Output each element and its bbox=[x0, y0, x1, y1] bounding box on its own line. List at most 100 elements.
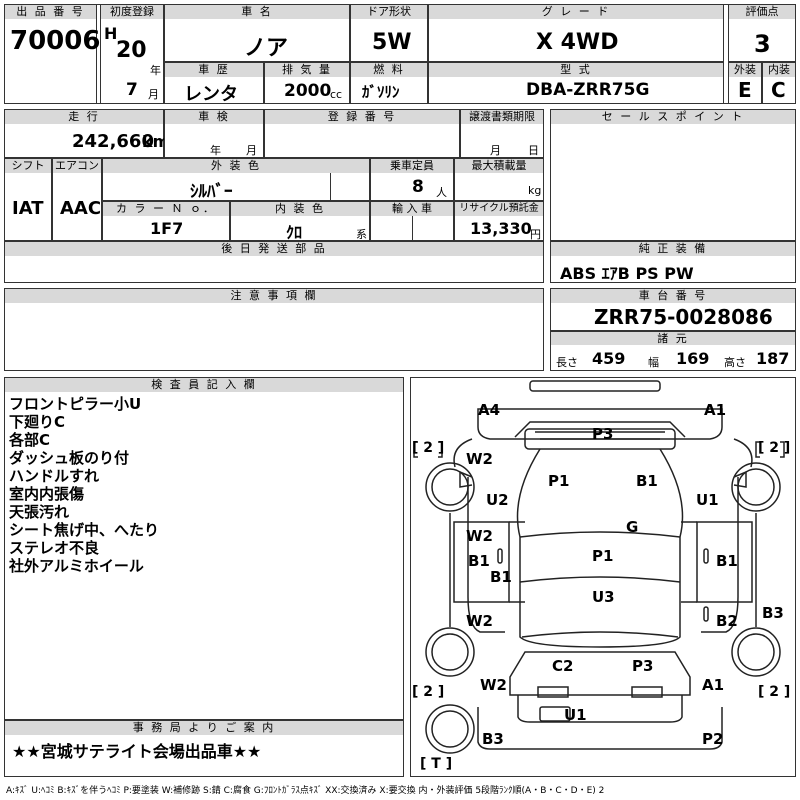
model-value: DBA-ZRR75G bbox=[526, 80, 650, 100]
grade-value: X 4WD bbox=[536, 30, 619, 55]
door-value: 5W bbox=[372, 30, 412, 55]
chassis-value: ZRR75-0028086 bbox=[594, 305, 773, 329]
fuel-value: ｶﾞｿﾘﾝ bbox=[362, 83, 400, 101]
diagram-mark-U3-roof: U3 bbox=[592, 588, 615, 606]
tire-label-spare: [ T ] bbox=[420, 756, 453, 772]
specs-cell bbox=[550, 345, 796, 371]
equipment-label: 純 正 装 備 bbox=[550, 241, 796, 257]
diagram-mark-B3-rear-bumper-left: B3 bbox=[482, 730, 504, 748]
inspector-note: ダッシュ板のり付 bbox=[9, 449, 130, 467]
car-name-value: ノア bbox=[244, 36, 289, 61]
fuel-label: 燃 料 bbox=[350, 62, 428, 78]
diagram-mark-U1-right: U1 bbox=[696, 491, 719, 509]
diagram-mark-B1-hood: B1 bbox=[636, 472, 658, 490]
specs-length-label: 長さ bbox=[556, 356, 578, 369]
aircon-label: エアコン bbox=[52, 158, 102, 174]
first-reg-month-unit: 月 bbox=[148, 88, 159, 101]
int-color-value: ｸﾛ bbox=[286, 223, 303, 242]
first-reg-year-unit: 年 bbox=[150, 64, 161, 77]
mileage-cell bbox=[4, 124, 164, 158]
diagram-mark-B3-right-quarter: B3 bbox=[762, 604, 784, 622]
aircon-cell bbox=[52, 173, 102, 241]
max-load-cell bbox=[454, 173, 544, 201]
shift-value: IAT bbox=[12, 198, 44, 219]
specs-length: 459 bbox=[592, 349, 626, 368]
inspector-note: 社外アルミホイール bbox=[9, 557, 144, 575]
capacity-value: 8 bbox=[412, 177, 424, 197]
grade-cell bbox=[428, 19, 724, 62]
grade-label: グ レ ー ド bbox=[428, 4, 724, 20]
inspector-note: 下廻りC bbox=[9, 413, 66, 431]
int-color-unit: 系 bbox=[356, 228, 367, 241]
equipment-value: ABS ｴｱB PS PW bbox=[560, 264, 694, 283]
diagram-mark-C2-rear-glass: C2 bbox=[552, 657, 574, 675]
door-label: ドア形状 bbox=[350, 4, 428, 20]
color-no-value: 1F7 bbox=[150, 219, 184, 238]
diagram-mark-A1-right-rear: A1 bbox=[702, 676, 725, 694]
ext-color-value: ｼﾙﾊﾞｰ bbox=[190, 182, 233, 202]
displacement-label: 排 気 量 bbox=[264, 62, 350, 78]
aircon-value: AAC bbox=[60, 198, 102, 219]
tire-label-rear-left: [ 2 ] bbox=[412, 684, 445, 700]
later-parts-label: 後 日 発 送 部 品 bbox=[4, 241, 544, 257]
first-reg-cell bbox=[100, 19, 164, 104]
displacement-unit: cc bbox=[330, 88, 343, 101]
int-grade-cell bbox=[762, 77, 796, 104]
inspector-note: シート焦げ中、へたり bbox=[9, 521, 160, 539]
tire-label-front-right: [ 2 ] bbox=[758, 440, 791, 456]
first-reg-month: 7 bbox=[126, 80, 138, 100]
recycle-label: リサイクル預託金 bbox=[454, 201, 544, 217]
ext-color-divider bbox=[330, 173, 331, 201]
later-parts-cell bbox=[4, 256, 544, 283]
diagram-mark-G-windshield: G bbox=[626, 518, 639, 536]
chassis-label: 車 台 番 号 bbox=[550, 288, 796, 304]
legend-text: A:ｷｽﾞ U:ﾍｺﾐ B:ｷｽﾞを伴うﾍｺﾐ P:要塗装 W:補修跡 S:錆 … bbox=[6, 786, 605, 796]
diagram-mark-P3-rear-glass: P3 bbox=[632, 657, 654, 675]
diagram-mark-B2-right-rear-door: B2 bbox=[716, 612, 738, 630]
diagram-mark-W2-left-front-door: W2 bbox=[466, 527, 493, 545]
diagram-mark-P2-rear-bumper-right: P2 bbox=[702, 730, 724, 748]
model-label: 型 式 bbox=[428, 62, 724, 78]
history-label: 車 歴 bbox=[164, 62, 264, 78]
import-label: 輸 入 車 bbox=[370, 201, 454, 217]
mileage-unit: km bbox=[142, 132, 170, 151]
displacement-cell bbox=[264, 77, 350, 104]
recycle-unit: 円 bbox=[530, 228, 541, 241]
inspector-note: 室内内張傷 bbox=[9, 485, 85, 503]
max-load-label: 最大積載量 bbox=[454, 158, 544, 174]
model-cell bbox=[428, 77, 724, 104]
transfer-cell bbox=[460, 124, 544, 158]
office-label: 事 務 局 よ り ご 案 内 bbox=[4, 720, 404, 736]
score-value: 3 bbox=[754, 30, 771, 58]
diagram-mark-A1-front-right: A1 bbox=[704, 401, 727, 419]
inspector-cell bbox=[4, 392, 404, 720]
inspector-note: 天張汚れ bbox=[9, 503, 70, 521]
capacity-cell bbox=[370, 173, 454, 201]
lot-cell bbox=[4, 19, 97, 104]
score-cell bbox=[728, 19, 796, 62]
ext-grade-label: 外装 bbox=[728, 62, 762, 78]
specs-height-label: 高さ bbox=[724, 356, 746, 369]
diagram-mark-P3-front-glass: P3 bbox=[592, 425, 614, 443]
diagram-mark-U2-left: U2 bbox=[486, 491, 509, 509]
recycle-cell bbox=[454, 216, 544, 241]
specs-label: 諸 元 bbox=[550, 331, 796, 346]
ext-color-label: 外 装 色 bbox=[102, 158, 370, 174]
ext-grade-value: E bbox=[738, 78, 752, 102]
color-no-cell bbox=[102, 216, 230, 241]
diagram-mark-B1-right-door: B1 bbox=[716, 552, 738, 570]
diagram-mark-A4-front-left: A4 bbox=[478, 401, 501, 419]
car-name-cell bbox=[164, 19, 350, 62]
office-cell bbox=[4, 735, 404, 777]
lot-label: 出 品 番 号 bbox=[4, 4, 97, 20]
door-cell bbox=[350, 19, 428, 62]
chassis-cell bbox=[550, 303, 796, 331]
sales-point-label: セ ー ル ス ポ イ ン ト bbox=[550, 109, 796, 125]
first-reg-era: H bbox=[104, 24, 118, 43]
history-cell bbox=[164, 77, 264, 104]
transfer-label: 譲渡書類期限 bbox=[460, 109, 544, 125]
inspector-note: 各部C bbox=[9, 431, 51, 449]
transfer-month-unit: 月 bbox=[490, 144, 501, 157]
specs-width: 169 bbox=[676, 349, 710, 368]
